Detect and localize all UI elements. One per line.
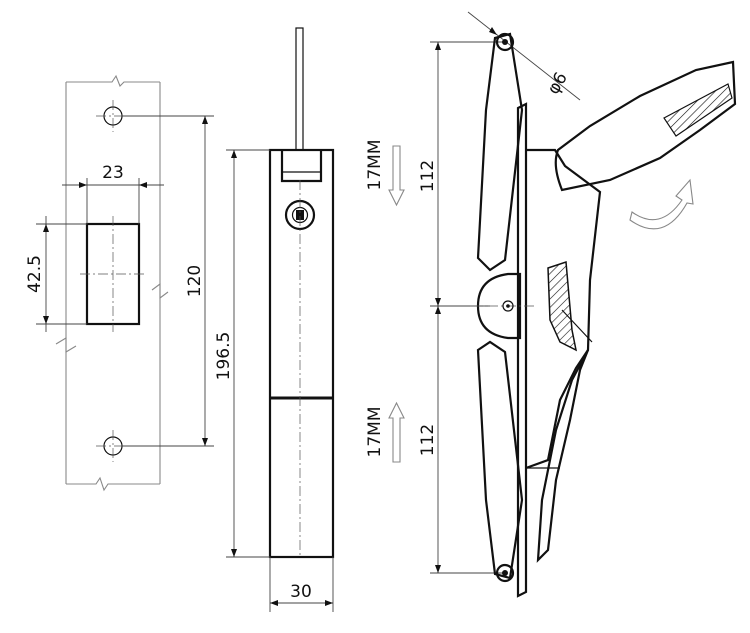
latch-handle bbox=[554, 60, 737, 192]
key-slot-icon bbox=[296, 210, 304, 220]
dim-plate-width: 23 bbox=[102, 163, 124, 183]
handle-grip-hatch bbox=[663, 83, 733, 137]
latch-tongue-hatch bbox=[547, 260, 578, 352]
front-body-view: 196.5 30 bbox=[214, 27, 335, 612]
plate-break-left bbox=[55, 337, 77, 353]
dim-pin-diameter: φ6 bbox=[544, 69, 572, 98]
dim-plate-height: 42.5 bbox=[25, 255, 45, 293]
upper-link-arm bbox=[476, 32, 524, 272]
arrow-down-icon bbox=[388, 145, 405, 207]
travel-down-label: 17MM bbox=[365, 140, 385, 191]
dim-body-length: 196.5 bbox=[214, 332, 234, 381]
plate-outline bbox=[65, 74, 161, 492]
latch-body bbox=[268, 148, 335, 559]
latch-rod bbox=[295, 27, 304, 151]
travel-indicators: 17MM 17MM bbox=[365, 140, 405, 463]
plate-break-right bbox=[151, 282, 169, 300]
dim-lower-link: 112 bbox=[418, 424, 438, 456]
travel-up-label: 17MM bbox=[365, 407, 385, 458]
central-pivot-pin bbox=[502, 300, 514, 312]
bottom-pivot-pin bbox=[495, 563, 515, 583]
arrow-up-icon bbox=[388, 401, 405, 463]
lower-return-arm bbox=[536, 349, 590, 563]
side-mechanism-view: 112 112 φ6 bbox=[418, 11, 737, 598]
rotate-arrow-icon bbox=[629, 178, 694, 230]
dim-hole-spacing: 120 bbox=[185, 265, 205, 297]
top-pivot-pin bbox=[495, 32, 515, 52]
dim-body-width: 30 bbox=[290, 582, 312, 602]
rod-slot bbox=[280, 150, 323, 183]
housing-body bbox=[525, 148, 602, 470]
lower-link-arm bbox=[476, 340, 524, 580]
mounting-plate-view: 23 42.5 120 bbox=[25, 74, 214, 492]
dim-upper-link: 112 bbox=[418, 160, 438, 192]
side-base-plate bbox=[516, 102, 528, 598]
